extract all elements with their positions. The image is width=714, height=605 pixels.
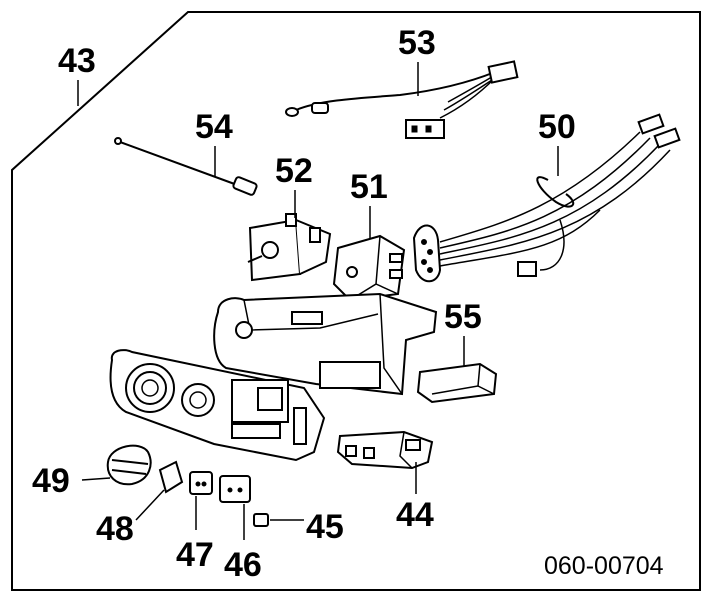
part-53-harness: [285, 60, 519, 139]
callout-49: 49: [32, 462, 70, 500]
callout-43: 43: [58, 42, 96, 80]
callout-48: 48: [96, 510, 134, 548]
leader-49: [81, 477, 111, 481]
control-housing-bracket: [213, 292, 438, 396]
part-45-pin: [253, 513, 269, 527]
part-44-assembly: [336, 430, 434, 470]
part-51-module: [332, 234, 406, 302]
control-panel-faceplate: [109, 349, 326, 462]
callout-44: 44: [396, 496, 434, 534]
callout-53: 53: [398, 24, 436, 62]
part-46-button: [219, 475, 251, 503]
part-48-knob: [158, 460, 184, 494]
callout-50: 50: [538, 108, 576, 146]
callout-45: 45: [306, 508, 344, 546]
part-50-harness: [412, 113, 681, 283]
callout-51: 51: [350, 168, 388, 206]
callout-47: 47: [176, 536, 214, 574]
diagram-frame: [11, 11, 701, 591]
part-54-cable: [114, 137, 258, 196]
part-52-switch: [247, 213, 332, 282]
callout-52: 52: [275, 152, 313, 190]
callout-55: 55: [444, 298, 482, 336]
callout-46: 46: [224, 546, 262, 584]
part-49-knob: [106, 444, 152, 486]
part-55-module: [416, 362, 498, 404]
callout-54: 54: [195, 108, 233, 146]
leader-48: [135, 489, 165, 521]
drawing-number: 060-00704: [544, 552, 664, 580]
part-47-button: [189, 471, 213, 495]
